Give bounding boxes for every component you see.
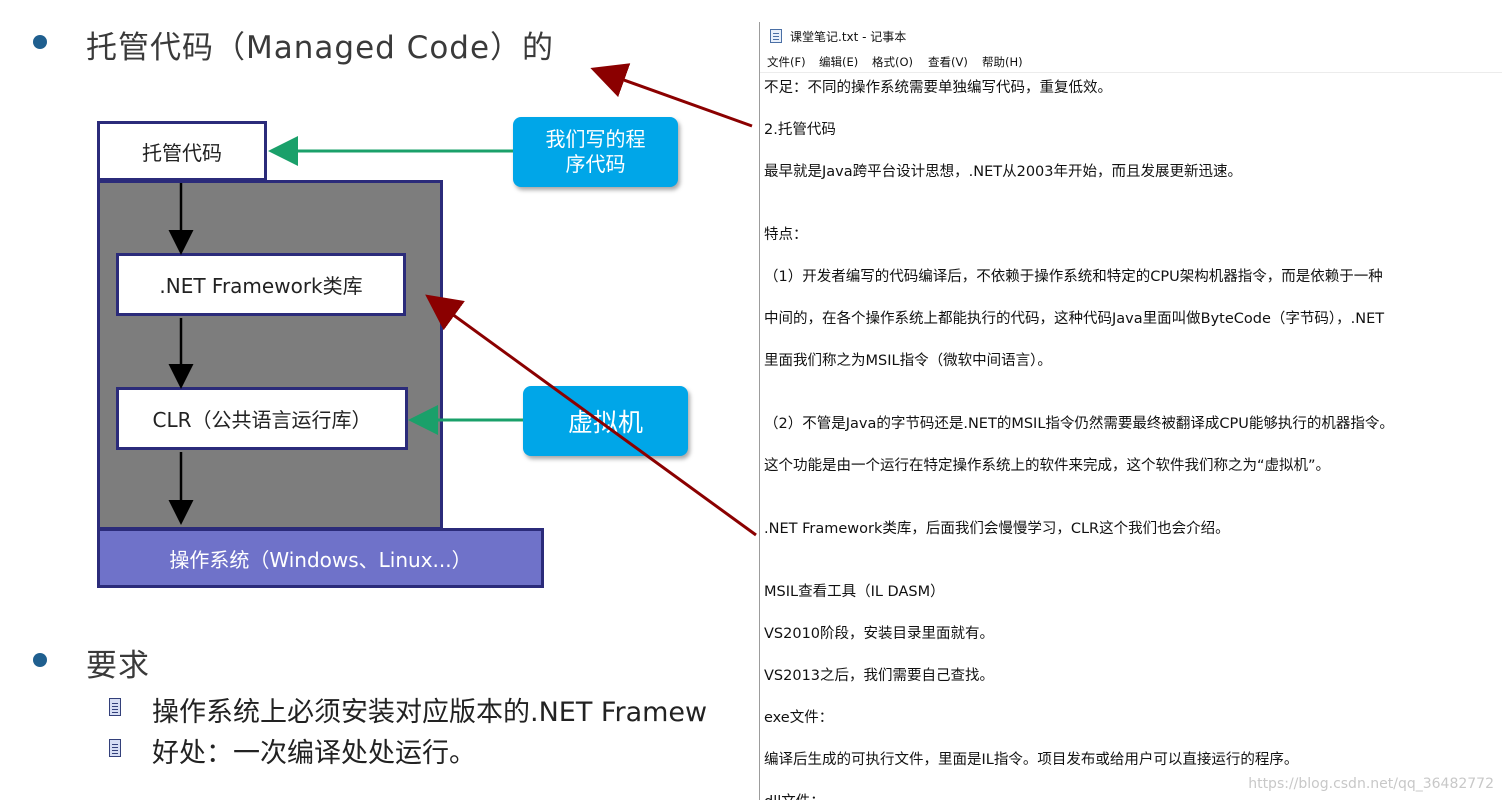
menu-edit[interactable]: 编辑(E): [819, 55, 859, 69]
text-line: 2.托管代码: [764, 122, 836, 138]
text-line: 里面我们称之为MSIL指令（微软中间语言）。: [764, 353, 1052, 369]
text-line: 不足：不同的操作系统需要单独编写代码，重复低效。: [764, 80, 1112, 96]
window-title: 课堂笔记.txt - 记事本: [790, 30, 907, 44]
requirement-item: 操作系统上必须安装对应版本的.NET Framew: [152, 697, 708, 728]
list-bullet-icon: [109, 698, 121, 716]
text-line: exe文件：: [764, 710, 834, 726]
menu-file[interactable]: 文件(F): [767, 55, 806, 69]
menu-view[interactable]: 查看(V): [928, 55, 968, 69]
slide-heading-managed-code: 托管代码（Managed Code）的: [86, 30, 555, 66]
text-line: MSIL查看工具（IL DASM）: [764, 584, 945, 600]
bullet-dot: [33, 35, 47, 49]
notepad-titlebar[interactable]: 课堂笔记.txt - 记事本: [760, 22, 1502, 50]
text-line: （2）不管是Java的字节码还是.NET的MSIL指令仍然需要最终被翻译成CPU…: [764, 416, 1394, 432]
clr-box: CLR（公共语言运行库）: [116, 387, 408, 450]
bullet-dot: [33, 653, 47, 667]
framework-library-box: .NET Framework类库: [116, 253, 406, 316]
list-bullet-icon: [109, 739, 121, 757]
menu-bar: 文件(F) 编辑(E) 格式(O) 查看(V) 帮助(H): [760, 50, 1502, 73]
text-editor-area[interactable]: 不足：不同的操作系统需要单独编写代码，重复低效。 2.托管代码 最早就是Java…: [764, 74, 1484, 800]
text-line: VS2010阶段，安装目录里面就有。: [764, 626, 995, 642]
runtime-area: [97, 180, 443, 530]
operating-system-box: 操作系统（Windows、Linux...）: [97, 528, 544, 588]
text-line: 特点：: [764, 227, 808, 243]
slide-heading-requirements: 要求: [86, 648, 150, 684]
menu-format[interactable]: 格式(O): [872, 55, 914, 69]
text-line: .NET Framework类库，后面我们会慢慢学习，CLR这个我们也会介绍。: [764, 521, 1230, 537]
notepad-icon: [770, 29, 782, 43]
text-line: dll文件：: [764, 790, 825, 800]
callout-virtual-machine: 虚拟机: [523, 386, 688, 456]
managed-code-box: 托管代码: [97, 121, 267, 181]
callout-our-code: 我们写的程 序代码: [513, 117, 678, 187]
text-line: 编译后生成的可执行文件，里面是IL指令。项目发布或给用户可以直接运行的程序。: [764, 752, 1299, 768]
text-line: （1）开发者编写的代码编译后，不依赖于操作系统和特定的CPU架构机器指令，而是依…: [764, 269, 1383, 285]
menu-help[interactable]: 帮助(H): [982, 55, 1023, 69]
slide-panel: 托管代码（Managed Code）的 托管代码 .NET Framework类…: [33, 30, 708, 769]
text-line: VS2013之后，我们需要自己查找。: [764, 668, 995, 684]
watermark: https://blog.csdn.net/qq_36482772: [1248, 776, 1494, 792]
text-line: 中间的，在各个操作系统上都能执行的代码，这种代码Java里面叫做ByteCode…: [764, 311, 1385, 327]
benefit-item: 好处：一次编译处处运行。: [152, 738, 476, 769]
text-line: 最早就是Java跨平台设计思想，.NET从2003年开始，而且发展更新迅速。: [764, 164, 1243, 180]
text-line: 这个功能是由一个运行在特定操作系统上的软件来完成，这个软件我们称之为“虚拟机”。: [764, 458, 1331, 474]
notepad-window: 课堂笔记.txt - 记事本 文件(F) 编辑(E) 格式(O) 查看(V) 帮…: [759, 22, 1502, 800]
